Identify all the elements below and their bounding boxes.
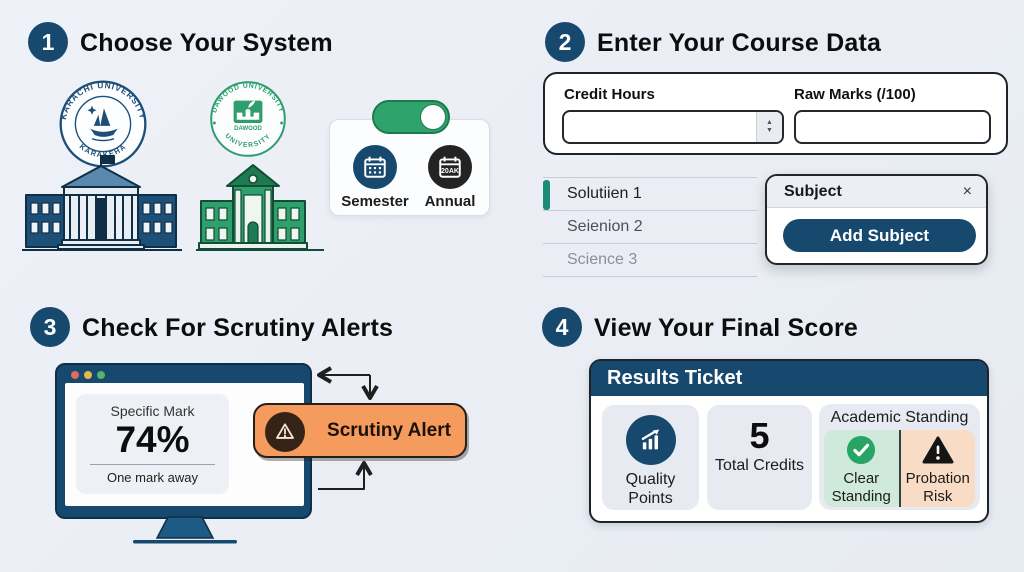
spinner-up-icon[interactable]: ▲	[766, 119, 773, 126]
dawood-seal-center-text: DAWOOD	[234, 126, 262, 132]
semester-calendar-icon	[353, 145, 397, 189]
step3-number-badge: 3	[30, 307, 70, 347]
scrutiny-alert-badge: Scrutiny Alert	[253, 403, 467, 458]
subject-popup-header: Subject ×	[767, 176, 986, 208]
results-ticket-header: Results Ticket	[591, 361, 987, 396]
system-toggle[interactable]	[372, 100, 450, 134]
window-dot-green-icon	[97, 371, 105, 379]
chart-growth-icon	[625, 415, 676, 465]
subject-popup-title: Subject	[784, 182, 842, 200]
total-credits-label: Total Credits	[715, 457, 804, 474]
results-ticket-title: Results Ticket	[607, 367, 743, 389]
results-ticket-card: Results Ticket Quality Points 5 Tot	[589, 359, 989, 523]
specific-mark-label: Specific Mark	[110, 403, 195, 419]
divider	[90, 464, 215, 465]
warning-icon	[265, 412, 305, 452]
window-dot-yellow-icon	[84, 371, 92, 379]
add-subject-button[interactable]: Add Subject	[783, 219, 976, 252]
divider	[898, 430, 901, 507]
annual-calendar-badge-text: 20AK	[441, 168, 460, 175]
university-buildings-illustration	[22, 155, 324, 251]
sailboat-crescent-emblem	[87, 103, 123, 142]
step1-number-badge: 1	[28, 22, 68, 62]
spinner-down-icon[interactable]: ▼	[766, 127, 773, 134]
alert-flow-arrows	[317, 366, 379, 490]
probation-risk-option: Probation Risk	[900, 430, 975, 507]
close-icon[interactable]: ×	[962, 182, 972, 200]
step1-title: Choose Your System	[80, 29, 333, 57]
specific-mark-note: One mark away	[106, 470, 199, 485]
karachi-university-seal: KARACHI UNIVERSITY KARAKEHA	[59, 80, 147, 168]
annual-option-label[interactable]: Annual	[424, 193, 476, 210]
step2-number-badge: 2	[545, 22, 585, 62]
total-credits-tile: 5 Total Credits	[707, 405, 812, 510]
step3-title: Check For Scrutiny Alerts	[82, 314, 394, 342]
credit-hours-input[interactable]	[564, 112, 756, 142]
academic-standing-label: Academic Standing	[830, 409, 969, 426]
clear-standing-label: Clear Standing	[831, 470, 891, 505]
quality-points-label: Quality Points	[625, 471, 676, 507]
subject-list-item[interactable]: Science 3	[543, 244, 757, 277]
subject-list-item[interactable]: Solutiien 1	[543, 178, 757, 211]
raw-marks-label: Raw Marks (/100)	[794, 86, 916, 103]
window-dot-red-icon	[71, 371, 79, 379]
step4-title: View Your Final Score	[594, 314, 859, 342]
course-data-panel: Credit Hours Raw Marks (/100) ▲ ▼	[543, 72, 1008, 155]
total-credits-value: 5	[749, 415, 770, 456]
subject-list-item[interactable]: Seienion 2	[543, 211, 757, 244]
specific-mark-card: Specific Mark 74% One mark away	[76, 394, 229, 494]
dawood-logo-emblem: DAWOOD	[233, 100, 262, 132]
step4-number-badge: 4	[542, 307, 582, 347]
specific-mark-value: 74%	[115, 419, 190, 460]
warning-triangle-icon	[922, 436, 954, 464]
check-circle-icon	[847, 435, 876, 465]
step2-title: Enter Your Course Data	[597, 29, 882, 57]
subject-popup: Subject × Add Subject	[765, 174, 988, 265]
probation-risk-label: Probation Risk	[905, 470, 970, 505]
subject-list: Solutiien 1 Seienion 2 Science 3	[543, 177, 757, 277]
credit-hours-field: ▲ ▼	[562, 110, 784, 144]
semester-option-label[interactable]: Semester	[341, 193, 409, 210]
annual-calendar-icon: 20AK	[428, 145, 472, 189]
active-subject-accent	[543, 180, 550, 210]
dawood-building-icon	[196, 164, 324, 251]
monitor-stand	[133, 516, 237, 544]
dawood-university-seal: DAWOOD UNIVERSITY UNIVERSITY DAWOOD	[210, 81, 286, 157]
quality-points-tile: Quality Points	[602, 405, 699, 510]
number-spinner[interactable]: ▲ ▼	[756, 112, 782, 142]
clear-standing-option: Clear Standing	[824, 430, 899, 507]
karachi-building-icon	[22, 155, 182, 251]
raw-marks-input[interactable]	[796, 112, 989, 142]
academic-standing-tile: Academic Standing Clear Standing	[819, 404, 980, 510]
toggle-knob[interactable]	[420, 104, 446, 130]
scrutiny-alert-label: Scrutiny Alert	[327, 419, 451, 441]
credit-hours-label: Credit Hours	[564, 86, 655, 103]
raw-marks-field	[794, 110, 991, 144]
